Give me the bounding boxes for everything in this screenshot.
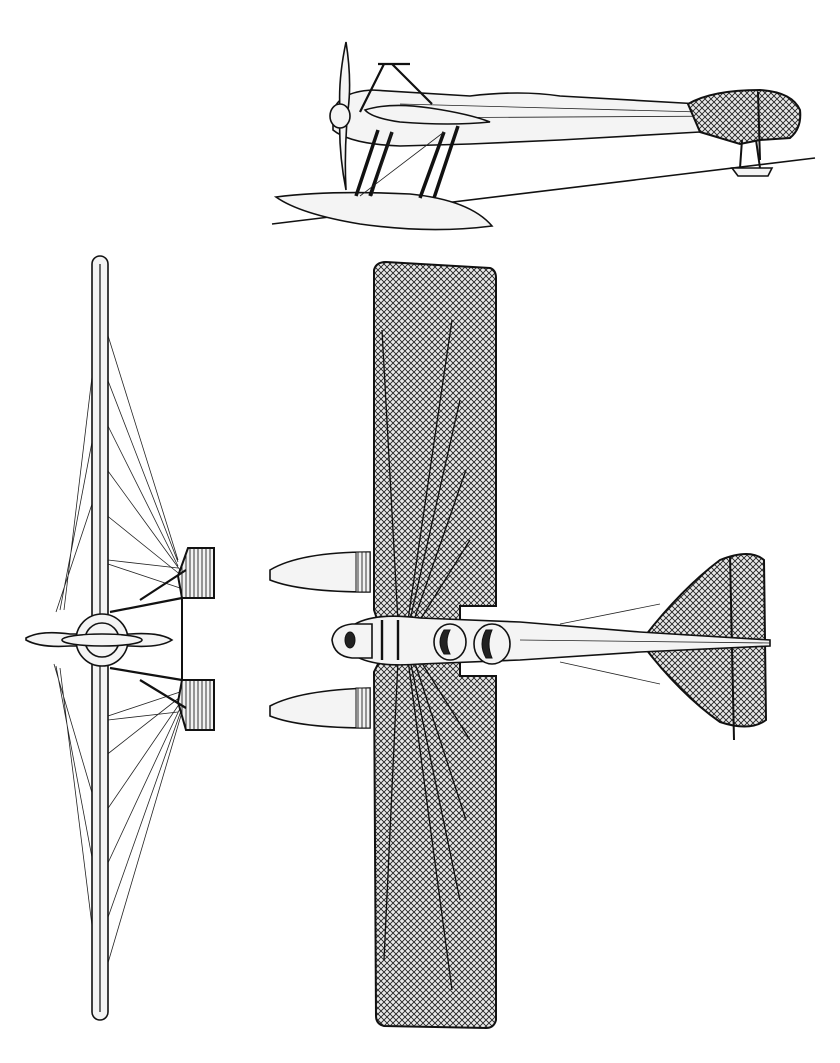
top-cockpit-shading — [481, 629, 493, 659]
front-float-lower — [176, 679, 215, 731]
top-tail-brace — [559, 603, 661, 685]
side-fuselage — [332, 89, 761, 147]
side-wing-section — [363, 104, 491, 125]
side-view — [271, 41, 816, 231]
side-tail-skid — [730, 167, 774, 177]
top-float-right — [269, 687, 371, 729]
side-tail-fin — [686, 88, 802, 146]
side-fuselage-stringer — [399, 103, 701, 113]
front-float-upper — [176, 547, 215, 599]
top-wing-lower — [372, 659, 497, 1030]
front-view — [25, 255, 215, 1021]
top-cockpit-rear — [473, 623, 511, 665]
side-cabane-strut — [359, 62, 433, 113]
top-wing-root — [380, 620, 400, 660]
side-float-strut-brace — [359, 131, 445, 197]
top-cockpit-front — [433, 623, 467, 661]
top-wing-wires — [381, 319, 471, 991]
front-propeller-hub — [61, 633, 143, 647]
top-view — [269, 260, 771, 1030]
top-spinner — [344, 631, 356, 649]
top-float-step — [355, 551, 371, 593]
top-wing-upper — [373, 260, 497, 623]
side-float-strut — [354, 125, 460, 199]
side-float — [273, 191, 494, 231]
top-float-step — [355, 687, 371, 729]
top-fuselage-stringer — [519, 639, 771, 644]
side-rudder-hinge — [757, 91, 761, 161]
side-spinner — [329, 103, 351, 129]
top-cockpit-shading — [439, 629, 451, 655]
side-skid-strut — [739, 139, 761, 169]
top-float-left — [269, 551, 371, 593]
front-float-strut — [109, 569, 187, 709]
